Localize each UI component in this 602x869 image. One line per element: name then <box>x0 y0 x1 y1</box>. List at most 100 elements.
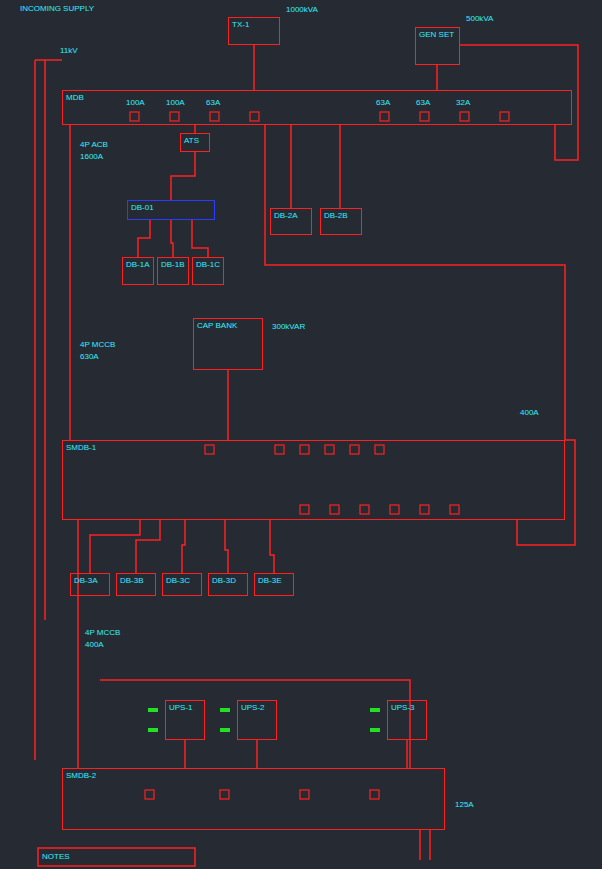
annotation-label: 4P MCCB <box>80 340 115 349</box>
annotation-label: 63A <box>376 98 390 107</box>
cable-connector <box>270 520 274 573</box>
capacitor-box: CAP BANK <box>193 318 263 370</box>
annotation-label: 4P ACB <box>80 140 108 149</box>
breaker-symbol <box>370 790 379 799</box>
annotation-label: 400A <box>520 408 539 417</box>
cable-connector <box>339 125 341 208</box>
status-mark <box>148 708 158 712</box>
breaker-symbol <box>275 445 284 454</box>
breaker-symbol <box>350 445 359 454</box>
node-label: UPS-1 <box>169 703 201 712</box>
annotation-label: 32A <box>456 98 470 107</box>
breaker-symbol <box>210 112 219 121</box>
cable-connector <box>171 152 195 200</box>
board-box: DB-3A <box>70 573 110 596</box>
ups-box: UPS-1 <box>165 700 205 740</box>
node-label: DB-3D <box>212 576 244 585</box>
node-label: DB-3A <box>74 576 106 585</box>
node-label: DB-2B <box>324 211 358 220</box>
cable-connector <box>136 520 160 573</box>
status-mark <box>370 708 380 712</box>
feeder-line <box>460 45 578 160</box>
feeder-line <box>265 125 565 440</box>
annotation-label: 63A <box>416 98 430 107</box>
sub-panel: SMDB-1 <box>62 440 565 520</box>
transformer-box: TX-1 <box>228 17 280 45</box>
breaker-symbol <box>390 505 399 514</box>
node-label: SMDB-2 <box>66 771 441 780</box>
notes-frame <box>38 848 195 866</box>
cable-connector <box>225 520 228 573</box>
status-mark <box>148 728 158 732</box>
feeder-line <box>44 60 46 620</box>
breaker-symbol <box>250 112 259 121</box>
ups-box: UPS-3 <box>387 700 427 740</box>
cable-connector <box>77 520 79 768</box>
generator-box: GEN SET <box>415 27 460 65</box>
node-label: TX-1 <box>232 20 276 29</box>
breaker-symbol <box>220 790 229 799</box>
node-label: DB-3B <box>120 576 152 585</box>
breaker-symbol <box>420 505 429 514</box>
cable-connector <box>194 125 196 133</box>
cable-connector <box>138 220 150 257</box>
breaker-symbol <box>330 505 339 514</box>
board-box: DB-3C <box>162 573 202 596</box>
cable-connector <box>184 740 186 768</box>
node-label: DB-1B <box>161 260 185 269</box>
cable-connector <box>192 220 208 257</box>
breaker-symbol <box>300 505 309 514</box>
node-label: DB-3E <box>258 576 290 585</box>
sub-panel: SMDB-2 <box>62 768 445 830</box>
breaker-symbol <box>170 112 179 121</box>
breaker-symbol <box>300 445 309 454</box>
node-label: SMDB-1 <box>66 443 561 452</box>
cable-connector <box>69 125 71 440</box>
status-mark <box>370 728 380 732</box>
annotation-label: INCOMING SUPPLY <box>20 4 94 13</box>
status-mark <box>220 708 230 712</box>
annotation-label: 400A <box>85 640 104 649</box>
board-box: DB-2B <box>320 208 362 235</box>
feeder-line <box>35 59 62 61</box>
annotation-label: 100A <box>126 98 145 107</box>
annotation-label: 500kVA <box>466 14 493 23</box>
feeder-line <box>419 830 421 860</box>
breaker-symbol <box>420 112 429 121</box>
breaker-symbol <box>360 505 369 514</box>
node-label: DB-01 <box>131 203 211 212</box>
cable-connector <box>253 45 255 90</box>
board-box: DB-2A <box>270 208 312 235</box>
node-label: DB-3C <box>166 576 198 585</box>
breaker-symbol <box>300 790 309 799</box>
node-label: DB-1A <box>126 260 150 269</box>
cable-connector <box>290 125 292 208</box>
cable-connector <box>436 65 438 90</box>
feeder-line <box>429 830 431 860</box>
main-panel: MDB <box>62 90 572 125</box>
switch-box: ATS <box>180 133 210 152</box>
breaker-symbol <box>130 112 139 121</box>
node-label: ATS <box>184 136 206 145</box>
annotation-label: 125A <box>455 800 474 809</box>
breaker-symbol <box>380 112 389 121</box>
cable-connector <box>256 740 258 768</box>
feeder-line <box>100 680 410 768</box>
feeder-line <box>517 440 575 545</box>
breaker-symbol <box>145 790 154 799</box>
cable-connector <box>90 520 140 573</box>
annotation-label: NOTES <box>42 852 70 861</box>
annotation-label: 100A <box>166 98 185 107</box>
annotation-label: 630A <box>80 352 99 361</box>
breaker-symbol <box>205 445 214 454</box>
board-box: DB-3B <box>116 573 156 596</box>
breaker-symbol <box>460 112 469 121</box>
annotation-label: 63A <box>206 98 220 107</box>
status-mark <box>220 728 230 732</box>
board-box: DB-3E <box>254 573 294 596</box>
cable-connector <box>406 740 408 768</box>
board-box: DB-3D <box>208 573 248 596</box>
annotation-label: 1000kVA <box>286 5 318 14</box>
